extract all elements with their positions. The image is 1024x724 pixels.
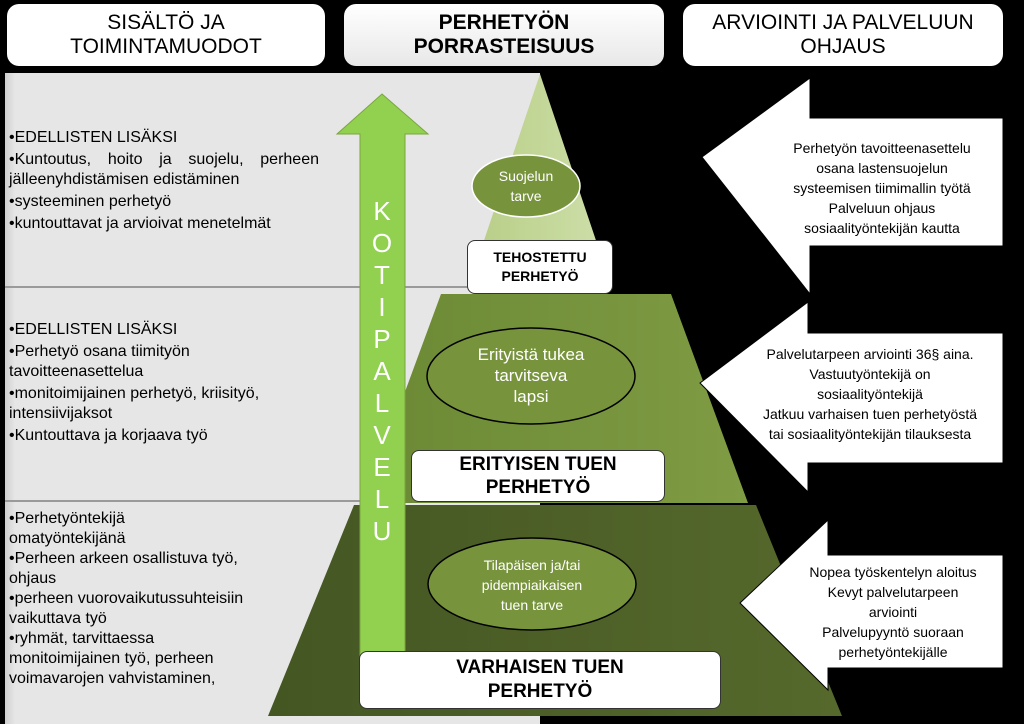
level-label-special: ERITYISEN TUEN PERHETYÖ: [411, 450, 665, 502]
assessment-arrow-bottom: [739, 518, 1004, 692]
content-item: •EDELLISTEN LISÄKSI: [9, 129, 178, 146]
header-assessment: ARVIOINTI JA PALVELUUN OHJAUS: [683, 4, 1003, 66]
header-content: SISÄLTÖ JA TOIMINTAMUODOT: [7, 4, 325, 66]
header-levels: PERHETYÖN PORRASTEISUUS: [344, 4, 664, 66]
kotipalvelu-letter: T: [374, 260, 390, 290]
content-item: •Perhetyöntekijä omatyöntekijänä: [9, 510, 126, 547]
content-section-early: •Perhetyöntekijä omatyöntekijänä •Perhee…: [9, 509, 259, 689]
content-item: •Perhetyö osana tiimityön tavoitteenaset…: [9, 343, 190, 380]
level-label-intensive: TEHOSTETTU PERHETYÖ: [467, 240, 613, 294]
kotipalvelu-letter: U: [372, 516, 392, 546]
content-item: •kuntouttavat ja arvioivat menetelmät: [9, 215, 271, 232]
need-text-middle: Erityistä tukea tarvitseva lapsi: [477, 345, 585, 406]
kotipalvelu-letter: A: [373, 356, 391, 386]
section-divider-2: [5, 500, 685, 502]
level-label-early-text: VARHAISEN TUEN PERHETYÖ: [456, 657, 624, 702]
kotipalvelu-letter: O: [371, 228, 393, 258]
assessment-arrow-top: [701, 77, 1004, 296]
need-ellipse-middle: [426, 327, 636, 425]
kotipalvelu-letter: L: [374, 388, 390, 418]
kotipalvelu-label: K O T I P A L V E L U: [367, 195, 397, 547]
content-item: •perheen vuorovaikutussuhteisiin vaikutt…: [9, 590, 244, 627]
level-label-early: VARHAISEN TUEN PERHETYÖ: [359, 651, 721, 709]
assessment-arrow-middle: [699, 301, 1004, 494]
content-item: •systeeminen perhetyö: [9, 193, 172, 210]
header-content-text: SISÄLTÖ JA TOIMINTAMUODOT: [70, 11, 262, 58]
kotipalvelu-letter: P: [373, 324, 391, 354]
kotipalvelu-letter: I: [378, 292, 386, 322]
content-item: •ryhmät, tarvittaessa monitoimijainen ty…: [9, 630, 216, 687]
level-label-special-text: ERITYISEN TUEN PERHETYÖ: [459, 454, 617, 498]
level-label-intensive-text: TEHOSTETTU PERHETYÖ: [493, 249, 587, 284]
content-section-special: •EDELLISTEN LISÄKSI •Perhetyö osana tiim…: [9, 320, 319, 448]
content-item: •EDELLISTEN LISÄKSI: [9, 321, 178, 338]
assessment-text-top: Perhetyön tavoitteenasettelu osana laste…: [793, 140, 971, 236]
need-text-bottom: Tilapäisen ja/tai pidempiaikaisen tuen t…: [481, 557, 583, 613]
kotipalvelu-letter: K: [373, 196, 391, 226]
header-levels-text: PERHETYÖN PORRASTEISUUS: [413, 11, 595, 58]
assessment-text-bottom: Nopea työskentelyn aloitus Kevyt palvelu…: [809, 564, 977, 660]
content-section-intensive: •EDELLISTEN LISÄKSI •Kuntoutus, hoito ja…: [9, 128, 319, 236]
kotipalvelu-letter: E: [373, 452, 391, 482]
section-divider-1: [5, 286, 685, 288]
content-item: •Perheen arkeen osallistuva työ, ohjaus: [9, 550, 238, 587]
assessment-text-middle: Palvelutarpeen arviointi 36§ aina. Vastu…: [762, 346, 978, 442]
need-text-top: Suojelun tarve: [498, 168, 554, 204]
header-assessment-text: ARVIOINTI JA PALVELUUN OHJAUS: [712, 11, 974, 58]
content-item: •Kuntouttava ja korjaava työ: [9, 427, 208, 444]
need-ellipse-bottom: [427, 537, 637, 631]
need-ellipse-top: [471, 154, 581, 218]
content-item: •monitoimijainen perhetyö, kriisityö, in…: [9, 385, 260, 422]
content-item: •Kuntoutus, hoito ja suojelu, perheen jä…: [9, 151, 319, 188]
content-panel-shade: [5, 73, 15, 724]
kotipalvelu-letter: V: [373, 420, 391, 450]
kotipalvelu-letter: L: [374, 484, 390, 514]
